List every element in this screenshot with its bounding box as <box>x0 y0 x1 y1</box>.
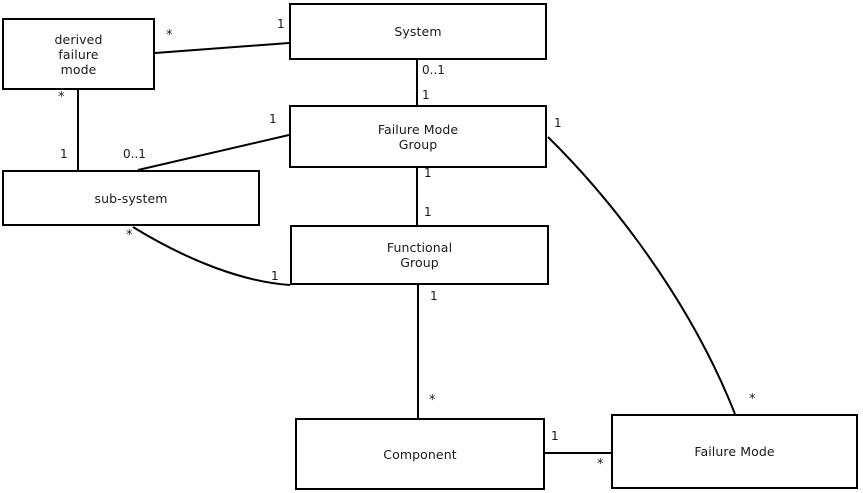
multiplicity-label-mult-system-to-dfm: 1 <box>277 17 285 31</box>
class-name-functional-group: Functional Group <box>386 240 453 270</box>
class-box-functional-group[interactable]: Functional Group <box>290 225 549 285</box>
multiplicity-label-mult-fmg-to-fm: 1 <box>554 116 562 130</box>
class-box-failure-mode-group[interactable]: Failure Mode Group <box>289 105 547 168</box>
multiplicity-label-mult-subsystem-to-fg: * <box>126 228 133 243</box>
association-sub-system--failure-mode-group <box>137 134 290 171</box>
class-name-system: System <box>394 24 442 39</box>
class-box-system[interactable]: System <box>289 3 547 60</box>
multiplicity-label-mult-dfm-to-system: * <box>166 28 173 43</box>
class-name-component: Component <box>383 446 457 462</box>
association-failure-mode-group--failure-mode <box>547 136 736 415</box>
multiplicity-label-mult-fg-to-component: 1 <box>430 289 438 303</box>
multiplicity-label-mult-fmg-to-fg: 1 <box>424 166 432 180</box>
multiplicity-label-mult-component-to-fm: 1 <box>551 429 559 443</box>
multiplicity-label-mult-subsystem-to-fmg: 0..1 <box>123 147 146 161</box>
multiplicity-label-mult-fg-to-fmg: 1 <box>424 205 432 219</box>
class-name-sub-system: sub-system <box>94 190 168 206</box>
class-box-component[interactable]: Component <box>295 418 545 490</box>
association-sub-system--functional-group <box>132 226 291 286</box>
multiplicity-label-mult-fm-to-fmg: * <box>749 392 756 407</box>
multiplicity-label-mult-component-to-fg: * <box>429 393 436 408</box>
class-name-failure-mode-group: Failure Mode Group <box>377 121 459 152</box>
multiplicity-label-mult-subsystem-to-dfm: 1 <box>60 147 68 161</box>
multiplicity-label-mult-fmg-to-system: 1 <box>422 88 430 102</box>
class-name-derived-failure-mode: derived failure mode <box>54 31 103 77</box>
multiplicity-label-mult-system-to-fmg: 0..1 <box>422 63 445 77</box>
multiplicity-label-mult-fm-to-component: * <box>597 457 604 472</box>
association-derived-failure-mode--system <box>154 42 290 54</box>
class-box-failure-mode[interactable]: Failure Mode <box>611 414 858 489</box>
class-box-derived-failure-mode[interactable]: derived failure mode <box>2 18 155 90</box>
class-name-failure-mode: Failure Mode <box>694 444 775 459</box>
class-box-sub-system[interactable]: sub-system <box>2 170 260 226</box>
multiplicity-label-mult-dfm-to-subsystem: * <box>58 90 65 105</box>
multiplicity-label-mult-fmg-to-subsystem: 1 <box>269 112 277 126</box>
multiplicity-label-mult-fg-to-subsystem: 1 <box>271 269 279 283</box>
